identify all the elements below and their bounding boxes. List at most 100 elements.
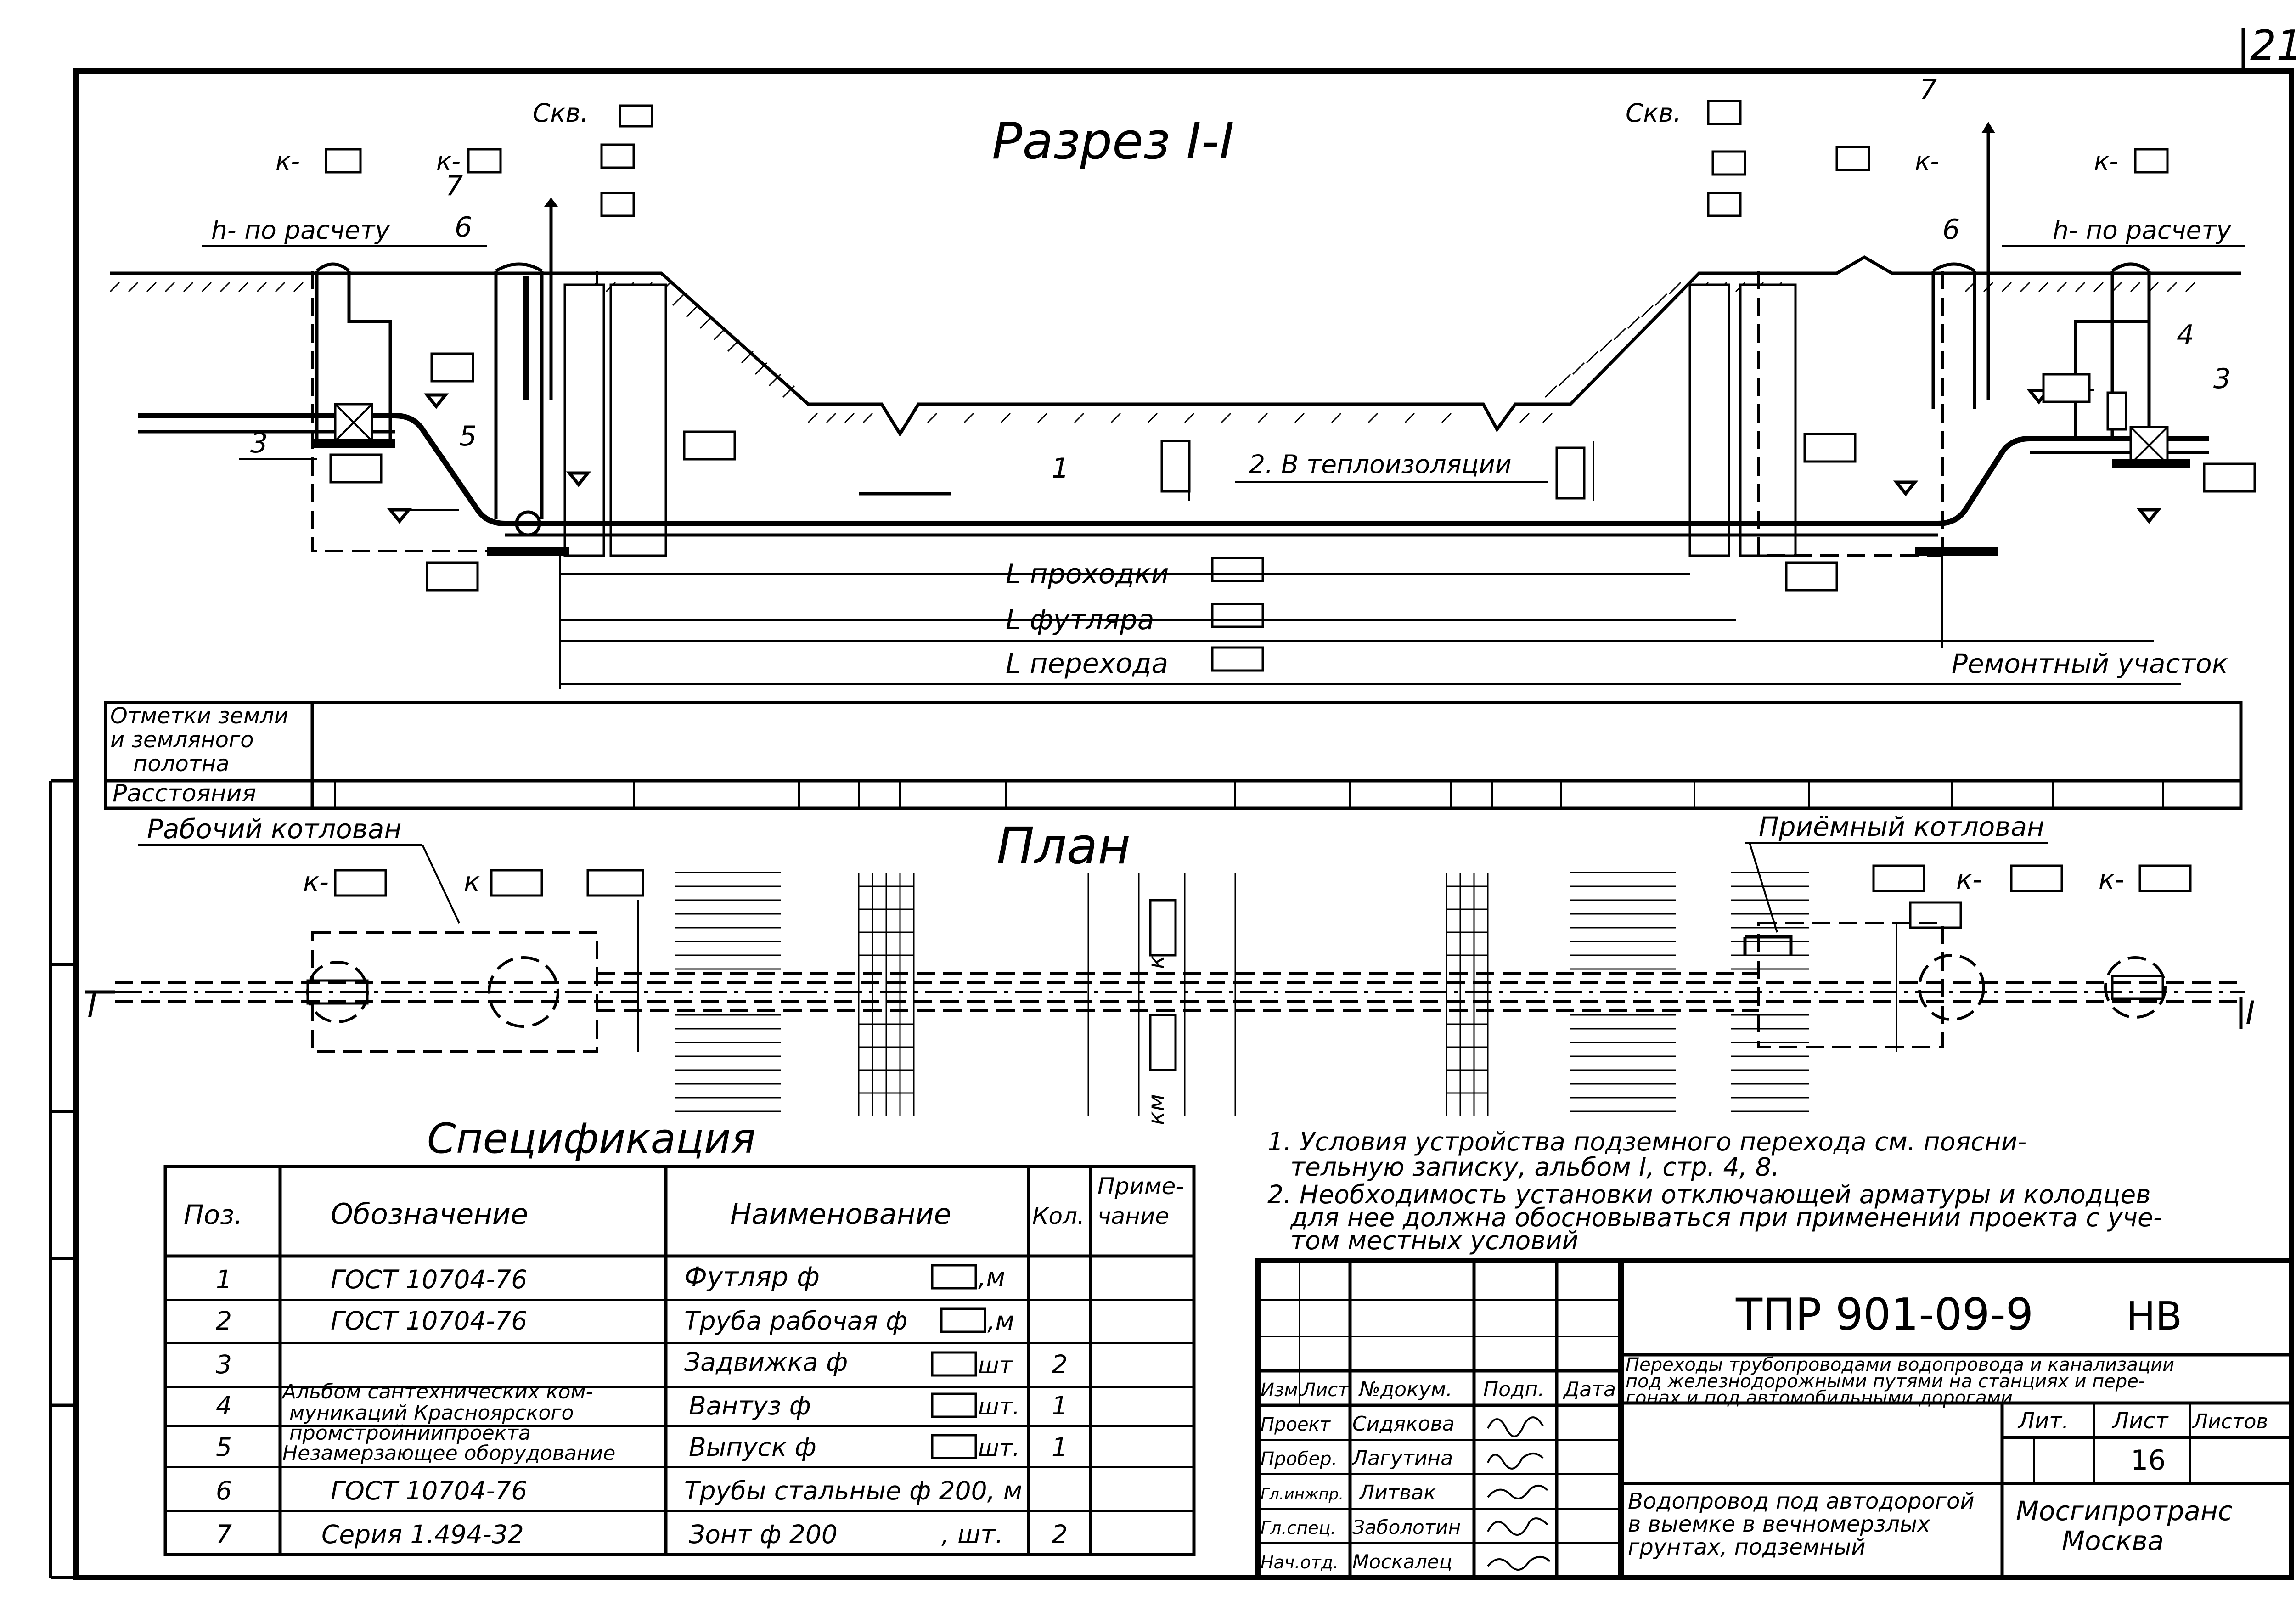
spec-r6-name: Трубы стальные ф 200, м <box>684 1476 1022 1505</box>
spec-r1-des: ГОСТ 10704-76 <box>331 1265 527 1294</box>
pos-3-left: 3 <box>250 427 268 459</box>
tb-name-4: Заболотин <box>1352 1516 1461 1538</box>
pos-7-left: 7 <box>445 170 463 202</box>
manhole-left-2 <box>494 262 544 519</box>
pipeline <box>138 413 2209 526</box>
tb-code: ТПР 901-09-9 <box>1735 1290 2033 1340</box>
tb-h-doc: №докум. <box>1358 1378 1452 1401</box>
profile-table <box>104 701 2243 810</box>
spec-h-note2: чание <box>1097 1203 1169 1229</box>
spec-r7-unit: , шт. <box>941 1520 1003 1549</box>
note-2a: 2. Необходимость установки отключающей а… <box>1267 1180 2151 1209</box>
h-label-right: h- по расчету <box>2053 215 2232 245</box>
pos-4-right: 4 <box>2177 319 2194 351</box>
plan-receiving-pit <box>1757 922 1944 1048</box>
h-label-left: h- по расчету <box>211 215 391 245</box>
insulation-label: 2. В теплоизоляции <box>1249 450 1512 479</box>
tb-role-2: Пробер. <box>1261 1448 1337 1470</box>
spec-r7-pos: 7 <box>216 1520 232 1549</box>
spec-h-qty: Кол. <box>1032 1203 1085 1229</box>
receiving-pit-label: Приёмный котлован <box>1759 811 2044 842</box>
plan-track-hatching <box>675 872 1809 1116</box>
tb-suffix: НВ <box>2126 1294 2182 1339</box>
tb-h-list: Лист <box>1301 1380 1349 1401</box>
manhole-right-1 <box>1931 262 1976 409</box>
spec-h-name: Наименование <box>730 1197 951 1231</box>
spec-h-designation: Обозначение <box>331 1197 528 1231</box>
profile-row-distances: Расстояния <box>113 780 256 807</box>
spec-r3-qty: 2 <box>1052 1350 1068 1379</box>
spec-r1-pos: 1 <box>216 1265 232 1294</box>
plan-k-3: к- <box>1956 864 1982 895</box>
plan-k-4: к- <box>2099 864 2124 895</box>
spec-r7-qty: 2 <box>1052 1520 1068 1549</box>
skv-right: Скв. <box>1626 98 1682 128</box>
l-futlyara: L футляра <box>1006 604 1154 636</box>
title-block-grid <box>1255 1258 2294 1580</box>
note-1b: тельную записку, альбом I, стр. 4, 8. <box>1290 1152 1779 1182</box>
plan-k-2: к <box>464 866 480 897</box>
plan-title: План <box>996 817 1131 875</box>
tb-lit: Лит. <box>2017 1408 2069 1434</box>
spec-r2-pos: 2 <box>216 1306 232 1336</box>
ground-line <box>110 255 2241 437</box>
tb-name-3: Литвак <box>1358 1481 1436 1505</box>
tb-name-1: Сидякова <box>1352 1412 1455 1436</box>
tb-desc: Переходы трубопроводами водопровода и ка… <box>1626 1354 2180 1409</box>
spec-r4-name: Вантуз ф <box>689 1391 811 1420</box>
spec-r7-name: Зонт ф 200 <box>689 1520 838 1549</box>
blank-fields-plan <box>334 864 2192 1071</box>
spec-table <box>163 1165 1196 1556</box>
note-2b: для нее должна обосновываться при примен… <box>1290 1203 2162 1232</box>
plan-marker-left: I <box>87 987 97 1025</box>
tb-sheet-value: 16 <box>2131 1444 2166 1476</box>
plan-k-1: к- <box>303 866 329 897</box>
spec-r5-unit: шт. <box>978 1435 1020 1461</box>
spec-r6-des: ГОСТ 10704-76 <box>331 1476 527 1505</box>
manhole-right-2 <box>2074 262 2151 441</box>
pos-5-left: 5 <box>459 420 477 452</box>
outer-frame <box>73 68 2294 1580</box>
spec-r7-des: Серия 1.494-32 <box>321 1520 524 1549</box>
manhole-left-1 <box>315 262 392 441</box>
k-label-2: к- <box>436 147 461 176</box>
pos-6-right: 6 <box>1942 214 1960 246</box>
tb-role-4: Гл.спец. <box>1261 1518 1336 1538</box>
spec-r5-name: Выпуск ф <box>689 1432 816 1462</box>
tb-name-5: Москалец <box>1352 1550 1452 1573</box>
note-2c: том местных условий <box>1290 1226 1578 1255</box>
pos-7-right: 7 <box>1919 73 1937 106</box>
signatures <box>1487 1416 1551 1571</box>
spec-r4-qty: 1 <box>1052 1391 1068 1420</box>
tb-h-izm: Изм. <box>1261 1380 1304 1401</box>
receiving-pit-right <box>1757 271 1944 557</box>
tb-org: Мосгипротранс Москва <box>2016 1495 2241 1556</box>
sheet-number: 21 <box>2250 22 2296 70</box>
tb-role-1: Проект <box>1261 1414 1331 1435</box>
plan-k-sign: к <box>1143 955 1170 969</box>
spec-r2-des: ГОСТ 10704-76 <box>331 1306 527 1336</box>
spec-r2-name: Труба рабочая ф <box>684 1306 907 1336</box>
working-pit-label: Рабочий котлован <box>147 813 401 845</box>
spec-title: Спецификация <box>427 1115 756 1163</box>
tb-drawing-name: Водопровод под автодорогой в выемке в ве… <box>1628 1488 1981 1560</box>
tb-h-date: Дата <box>1563 1378 1616 1401</box>
spec-r3-unit: шт <box>978 1352 1013 1379</box>
k-label-4: к- <box>2094 147 2118 176</box>
tb-role-5: Нач.отд. <box>1261 1552 1339 1572</box>
repair-section-label: Ремонтный участок <box>1952 648 2228 679</box>
spec-r3-name: Задвижка ф <box>684 1347 848 1377</box>
spec-r5-qty: 1 <box>1052 1432 1068 1462</box>
spec-r2-unit: ,м <box>987 1306 1014 1336</box>
spec-r6-pos: 6 <box>216 1476 232 1505</box>
tb-sheet-label: Лист <box>2111 1408 2169 1434</box>
k-label-3: к- <box>1915 147 1939 176</box>
pos-3-right: 3 <box>2213 363 2231 395</box>
l-prohodki: L проходки <box>1006 558 1169 590</box>
spec-h-pos: Поз. <box>184 1199 242 1230</box>
spec-album-note: Альбом сантехнических ком- муникаций Кра… <box>281 1380 615 1465</box>
pos-1: 1 <box>1052 452 1069 485</box>
spec-r1-unit: ,м <box>978 1262 1005 1292</box>
plan-marker-right: I <box>2245 994 2255 1032</box>
